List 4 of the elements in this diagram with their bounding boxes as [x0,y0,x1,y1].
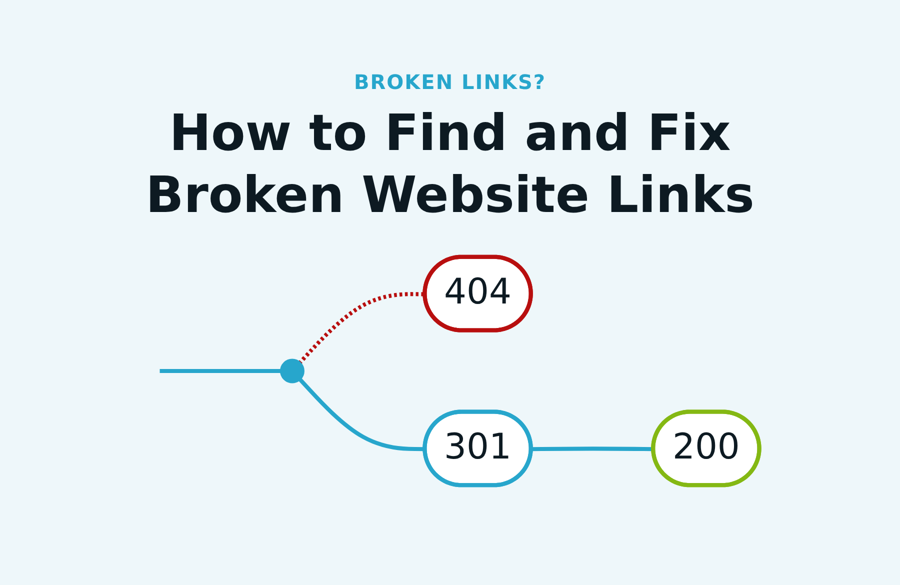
title: How to Find and Fix Broken Website Links [144,103,756,226]
connector [160,368,282,374]
node-circle [280,358,304,384]
kicker-text: BROKEN LINKS? [353,70,547,94]
